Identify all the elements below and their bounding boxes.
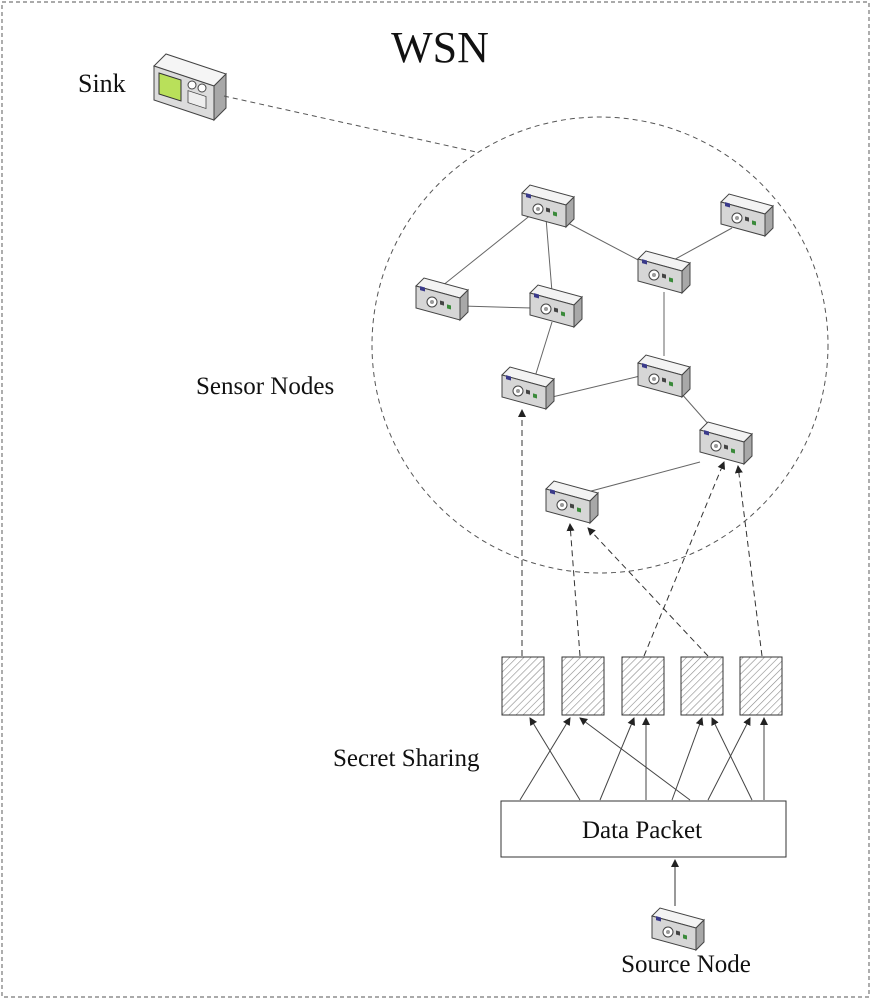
sensor-nodes-label: Sensor Nodes bbox=[196, 373, 334, 400]
link-n1-n3 bbox=[441, 213, 533, 287]
link-n8-n9 bbox=[579, 461, 701, 495]
data-packet-label: Data Packet bbox=[582, 817, 702, 844]
data-packet-box bbox=[500, 800, 787, 858]
sensor-node-n9 bbox=[545, 480, 599, 524]
share-box-s4 bbox=[680, 656, 724, 716]
link-n5-n2 bbox=[669, 227, 733, 263]
link-n3-n4 bbox=[461, 305, 533, 309]
share-arrow-s5 bbox=[734, 465, 763, 657]
split-arrow bbox=[707, 717, 751, 801]
link-n7-n8 bbox=[679, 391, 711, 427]
sensor-node-n6 bbox=[501, 366, 555, 410]
share-box-s1 bbox=[501, 656, 545, 716]
share-box-s2 bbox=[561, 656, 605, 716]
sink-label: Sink bbox=[78, 69, 126, 98]
sensor-links bbox=[441, 213, 733, 495]
diagram-title: WSN bbox=[391, 23, 489, 72]
sink-link bbox=[223, 95, 477, 153]
share-box-s5 bbox=[739, 656, 783, 716]
split-arrow bbox=[519, 717, 571, 801]
split-arrow bbox=[579, 717, 691, 801]
secret-shares bbox=[501, 656, 783, 716]
split-arrows bbox=[519, 717, 768, 801]
sensor-node-n5 bbox=[637, 250, 691, 294]
split-arrow bbox=[529, 717, 581, 801]
link-n6-n7 bbox=[547, 375, 641, 399]
sensor-node-n3 bbox=[415, 277, 469, 321]
link-n1-n4 bbox=[545, 217, 553, 293]
sensor-node-n8 bbox=[699, 421, 753, 465]
link-n4-n6 bbox=[533, 321, 553, 381]
sink-device bbox=[153, 53, 227, 121]
split-arrow bbox=[599, 717, 636, 801]
share-arrow-s3 bbox=[643, 461, 726, 657]
link-n1-n5 bbox=[565, 221, 643, 263]
split-arrow bbox=[671, 717, 704, 801]
split-arrow bbox=[711, 717, 753, 801]
sensor-cluster bbox=[371, 116, 829, 574]
sensor-node-n7 bbox=[637, 354, 691, 398]
source-node-label: Source Node bbox=[621, 951, 751, 978]
sensor-node-n4 bbox=[529, 284, 583, 328]
sensor-node-n1 bbox=[521, 184, 575, 228]
source-node-device bbox=[651, 907, 705, 951]
secret-sharing-label: Secret Sharing bbox=[333, 745, 480, 772]
share-arrow-s2 bbox=[566, 523, 581, 657]
share-arrows bbox=[518, 409, 763, 657]
share-box-s3 bbox=[621, 656, 665, 716]
share-arrow-s4 bbox=[587, 527, 709, 657]
